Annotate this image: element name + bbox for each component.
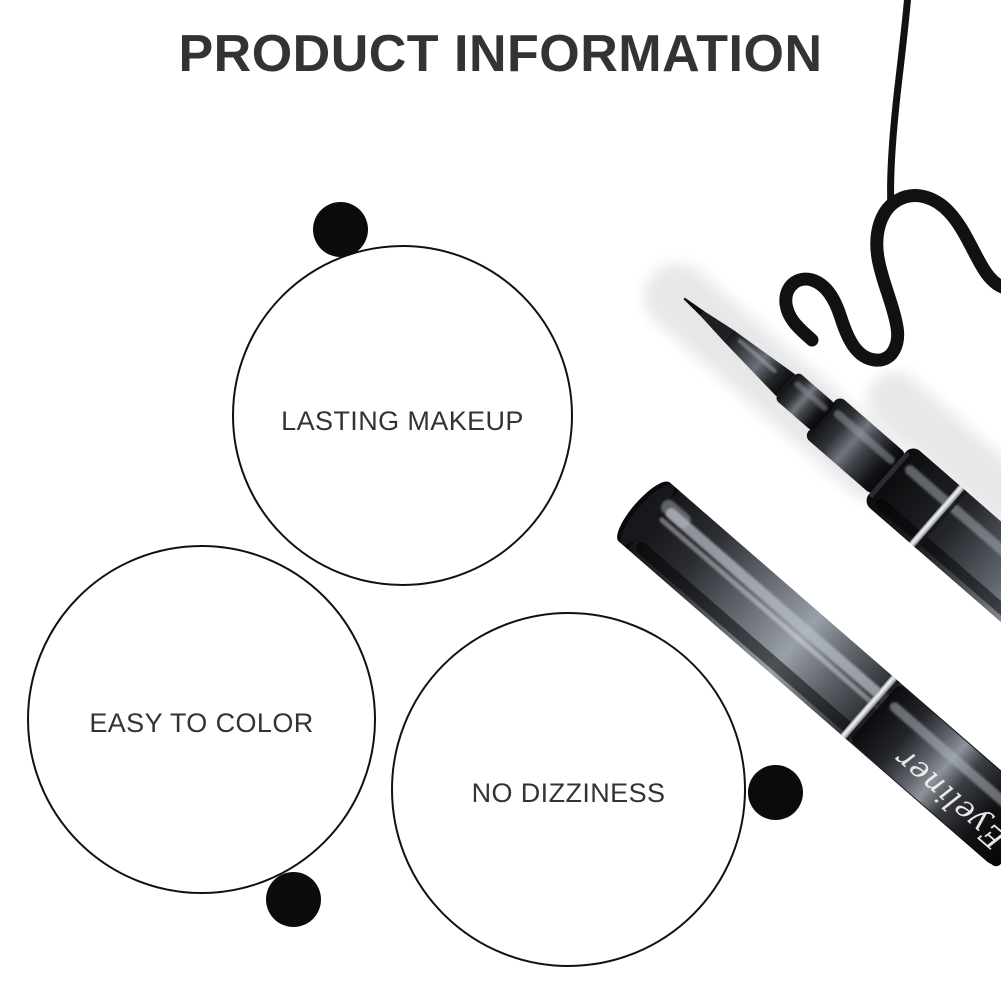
feature-circle-lasting-makeup[interactable]: LASTING MAKEUP xyxy=(232,245,573,586)
feature-circle-easy-to-color[interactable]: EASY TO COLOR xyxy=(27,545,376,894)
feature-circle-no-dizziness[interactable]: NO DIZZINESS xyxy=(391,612,746,967)
feature-label-no-dizziness: NO DIZZINESS xyxy=(471,778,666,808)
feature-label-easy-to-color: EASY TO COLOR xyxy=(89,708,314,738)
feature-label-lasting-makeup: LASTING MAKEUP xyxy=(281,406,524,436)
pen-script-label: Eyeliner xyxy=(887,741,1001,857)
feature-dot-lasting-makeup xyxy=(313,202,368,257)
feature-dot-easy-to-color xyxy=(266,872,321,927)
page-title: PRODUCT INFORMATION xyxy=(178,25,823,83)
feature-dot-no-dizziness xyxy=(748,765,803,820)
